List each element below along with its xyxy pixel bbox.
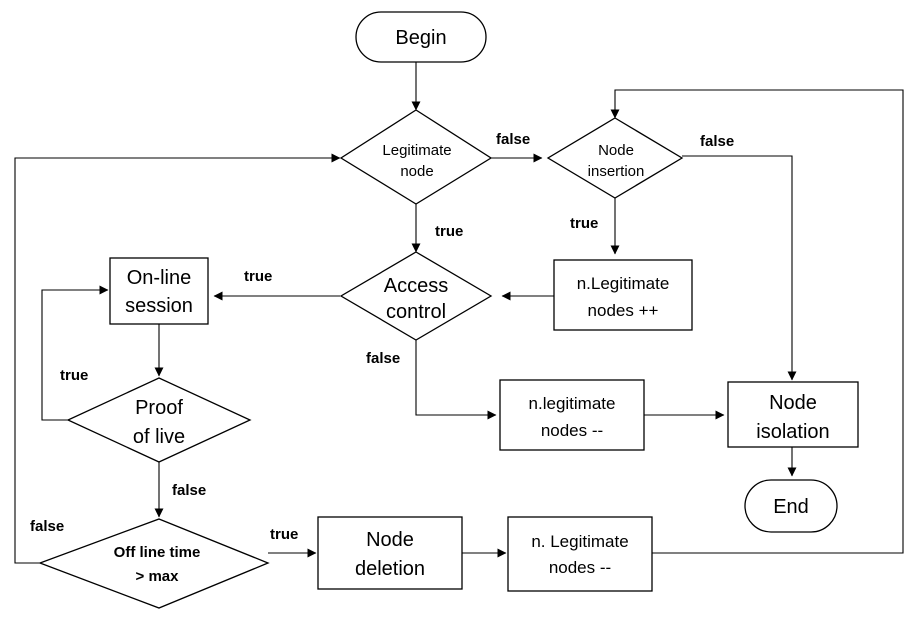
offline-time-label-line2: > max [136, 568, 180, 585]
online-session-label-line2: session [125, 295, 193, 317]
edge-proof-true-loop [41, 285, 109, 421]
node-insertion-label-line1: Node [598, 142, 634, 159]
insertion-false-label: false [700, 133, 734, 150]
n-legitimate-inc-label-line2: nodes ++ [588, 301, 659, 320]
edge-dec2-to-insertion-loop [610, 89, 904, 554]
legitimate-node-label-line2: node [400, 163, 433, 180]
n-legitimate-inc-label-line1: n.Legitimate [577, 274, 670, 293]
access-false-label: false [366, 350, 400, 367]
node-insertion-label-line2: insertion [588, 163, 645, 180]
legitimate-false-label: false [496, 131, 530, 148]
insertion-true-label: true [570, 215, 598, 232]
begin-label: Begin [395, 27, 446, 49]
access-control-label-line2: control [386, 301, 446, 323]
node-insertion-decision [546, 117, 684, 199]
online-session-box [109, 257, 209, 325]
n-legitimate-dec-box [499, 379, 645, 451]
proof-of-live-decision [66, 377, 252, 463]
n-legitimate-dec2-box [507, 516, 653, 592]
legitimate-node-decision [339, 109, 493, 205]
access-control-label-line1: Access [384, 275, 448, 297]
edge-insertion-to-isolation [682, 155, 797, 381]
node-isolation-box [727, 381, 859, 448]
proof-true-label: true [60, 367, 88, 384]
edge-offline-false-loop [14, 153, 341, 564]
offline-time-label-line1: Off line time [114, 544, 201, 561]
proof-of-live-label-line2: of live [133, 426, 185, 448]
node-isolation-label-line2: isolation [756, 421, 829, 443]
access-control-decision [339, 251, 493, 341]
end-terminal [744, 479, 838, 533]
offline-time-decision [38, 518, 270, 609]
end-label: End [773, 496, 809, 518]
node-deletion-label-line1: Node [366, 529, 414, 551]
node-isolation-label-line1: Node [769, 392, 817, 414]
proof-false-label: false [172, 482, 206, 499]
n-legitimate-dec2-label-line2: nodes -- [549, 558, 611, 577]
offline-false-label: false [30, 518, 64, 535]
node-deletion-label-line2: deletion [355, 558, 425, 580]
n-legitimate-inc-box [553, 259, 693, 331]
n-legitimate-dec-label-line1: n.legitimate [529, 394, 616, 413]
proof-of-live-label-line1: Proof [135, 397, 183, 419]
legitimate-true-label: true [435, 223, 463, 240]
online-session-label-line1: On-line [127, 267, 191, 289]
n-legitimate-dec-label-line2: nodes -- [541, 421, 603, 440]
legitimate-node-label-line1: Legitimate [382, 142, 451, 159]
begin-terminal [355, 11, 487, 63]
edge-access-to-dec [415, 340, 497, 420]
access-true-label: true [244, 268, 272, 285]
offline-true-label: true [270, 526, 298, 543]
node-deletion-box [317, 516, 463, 590]
n-legitimate-dec2-label-line1: n. Legitimate [531, 532, 628, 551]
